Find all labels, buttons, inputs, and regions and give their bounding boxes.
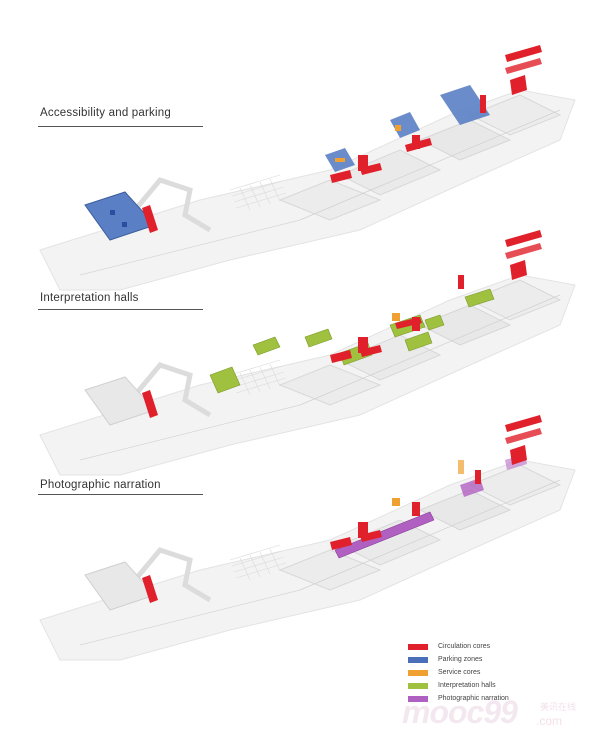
diagram-accessibility [40,45,575,290]
legend-label: Interpretation halls [438,682,496,689]
legend-swatch [408,643,428,650]
watermark-subtext: 美讯在线 [540,702,577,712]
legend-label: Circulation cores [438,643,491,650]
title-underline [38,126,203,127]
section-title-photographic: Photographic narration [40,479,161,491]
legend-item: Service cores [408,666,509,679]
title-underline [38,494,203,495]
legend-swatch [408,656,428,663]
watermark-domain: .com [536,714,563,728]
legend-item: Interpretation halls [408,679,509,692]
legend-label: Service cores [438,669,481,676]
title-underline [38,309,203,310]
legend-item: Photographic narration [408,692,509,705]
legend-swatch [408,695,428,702]
legend: Circulation cores Parking zones Service … [408,640,509,705]
legend-label: Photographic narration [438,695,509,702]
legend-label: Parking zones [438,656,483,663]
section-title-interpretation: Interpretation halls [40,292,139,304]
watermark-logo: mooc99 [402,694,518,730]
legend-item: Parking zones [408,653,509,666]
diagram-photographic [40,415,575,660]
legend-swatch [408,669,428,676]
legend-item: Circulation cores [408,640,509,653]
diagram-interpretation [40,230,575,475]
legend-swatch [408,682,428,689]
section-title-accessibility: Accessibility and parking [40,107,171,119]
